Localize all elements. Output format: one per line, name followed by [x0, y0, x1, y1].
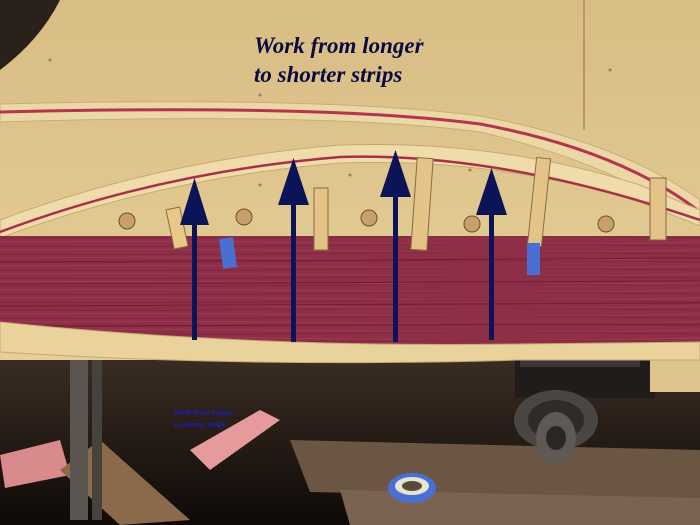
pink-foam-piece	[0, 440, 70, 488]
stand-post-2	[92, 360, 102, 520]
sheer-strip	[0, 144, 700, 239]
strip-clamps	[165, 156, 667, 251]
blue-tape-1	[218, 237, 238, 269]
ghost-caption-line-2: to shorter strips	[174, 420, 226, 429]
stand-post	[70, 360, 88, 520]
strip-seams	[0, 257, 700, 327]
pivot-blocks	[118, 208, 615, 233]
arrow-up-icon	[380, 150, 411, 342]
ghost-caption-line-1: Work from longer	[174, 408, 233, 417]
caption-line-2: to shorter strips	[254, 62, 403, 87]
dark-corner	[0, 0, 60, 70]
floor-board-2	[340, 490, 700, 525]
purpleheart-hull-band	[0, 236, 700, 346]
arrow-up-icon	[180, 178, 209, 340]
caption-line-1: Work from longer	[254, 33, 424, 58]
arrow-up-icon	[476, 168, 507, 340]
pink-foam-board	[190, 410, 280, 470]
arrow-up-icon	[278, 158, 309, 342]
blue-tape-2	[527, 243, 540, 275]
hull-bottom-strip	[0, 321, 700, 364]
